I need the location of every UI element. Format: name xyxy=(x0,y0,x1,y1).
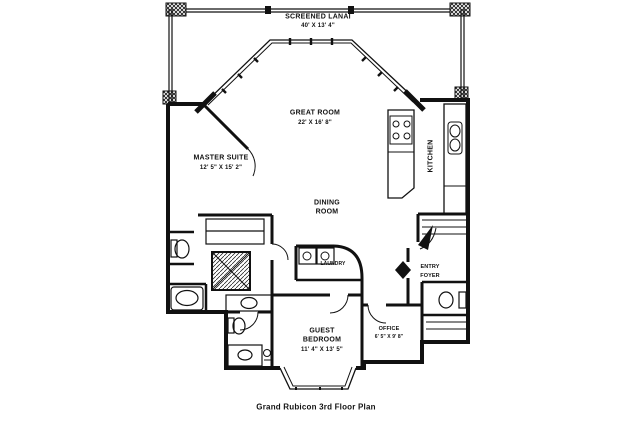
master-bath-fixtures xyxy=(170,218,273,312)
sink xyxy=(240,296,258,310)
office-dims: 6' 5" X 9' 8" xyxy=(374,334,404,340)
kitchen-label: KITCHEN xyxy=(427,139,435,173)
kitchen-fixtures xyxy=(387,103,467,235)
vanity xyxy=(227,344,263,367)
dining-room-label: DINING xyxy=(314,199,340,207)
screened-lanai-structure xyxy=(162,2,471,105)
entry-foyer-label: ENTRY xyxy=(420,264,440,270)
toilet xyxy=(174,239,190,259)
door-swings xyxy=(239,148,437,331)
lanai-label: SCREENED LANAI xyxy=(285,13,351,21)
toilet xyxy=(232,317,246,335)
lanai-post xyxy=(449,2,471,17)
laundry-label: LAUNDRY xyxy=(320,261,346,267)
vanity xyxy=(225,294,273,312)
guest-bedroom-label2: BEDROOM xyxy=(302,336,342,344)
laundry-appliances xyxy=(298,247,335,265)
guest-bedroom-label: GUEST xyxy=(309,327,335,335)
toilet xyxy=(438,291,454,309)
sink xyxy=(237,349,253,361)
kitchen-island xyxy=(387,109,415,199)
lanai-dims: 40' X 13' 4" xyxy=(301,23,335,29)
door-diamond xyxy=(395,261,411,279)
dryer xyxy=(316,247,335,265)
great-room-dims: 22' X 16' 8" xyxy=(298,120,332,126)
entry-door-symbols xyxy=(395,225,433,279)
kitchen-sink xyxy=(447,121,463,155)
entry-foyer-label2: FOYER xyxy=(420,273,440,279)
stove xyxy=(389,115,413,145)
guest-bedroom-dims: 11' 4" X 13' 5" xyxy=(301,347,343,353)
refrigerator xyxy=(443,185,467,215)
dining-room-label2: ROOM xyxy=(315,208,339,216)
washer xyxy=(298,247,317,265)
great-room-bay-windows xyxy=(205,38,417,106)
office-label: OFFICE xyxy=(378,326,400,332)
master-suite-label: MASTER SUITE xyxy=(193,154,249,162)
powder-room-fixtures xyxy=(426,291,467,330)
guest-bath-fixtures xyxy=(227,317,271,367)
bathtub xyxy=(170,286,204,311)
entry-arrow xyxy=(418,225,433,250)
great-room-label: GREAT ROOM xyxy=(289,109,341,117)
guest-bedroom-bay-window xyxy=(279,366,357,390)
master-suite-dims: 12' 5" X 15' 2" xyxy=(199,165,243,171)
entry-closet-shelves xyxy=(426,321,466,330)
interior-walls xyxy=(168,102,468,368)
lanai-post xyxy=(165,2,187,17)
plan-caption: Grand Rubicon 3rd Floor Plan xyxy=(256,402,376,412)
kitchen-counter xyxy=(443,103,467,215)
